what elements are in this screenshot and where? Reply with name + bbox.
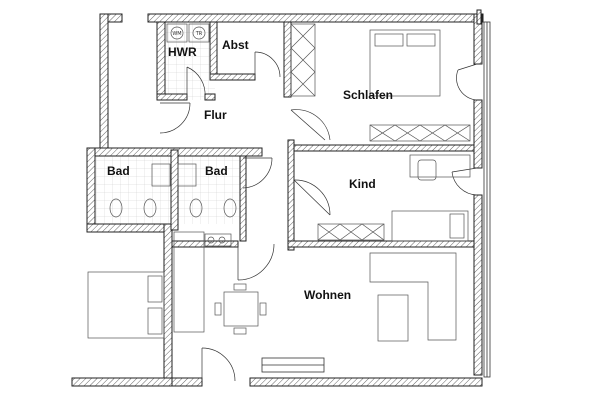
bad-right-tiles (178, 156, 242, 224)
room-label-bad-right: Bad (205, 164, 228, 178)
room-label-bad-left: Bad (107, 164, 130, 178)
walls (71, 9, 484, 387)
doors (159, 51, 478, 382)
room-label-schlafen: Schlafen (343, 88, 393, 102)
windows (261, 21, 491, 378)
room-label-kind: Kind (349, 177, 376, 191)
room-label-wohnen: Wohnen (304, 288, 351, 302)
room-label-flur: Flur (204, 108, 227, 122)
hwr-tiles (165, 22, 215, 100)
washer-label: WM (172, 31, 181, 37)
furniture (87, 23, 471, 342)
dryer-label: TR (195, 31, 203, 37)
bad-left-tiles (95, 156, 171, 224)
room-label-hwr: HWR (168, 45, 197, 59)
dryer-icon (188, 23, 210, 43)
washer-icon (166, 23, 188, 43)
room-label-abst: Abst (222, 38, 249, 52)
